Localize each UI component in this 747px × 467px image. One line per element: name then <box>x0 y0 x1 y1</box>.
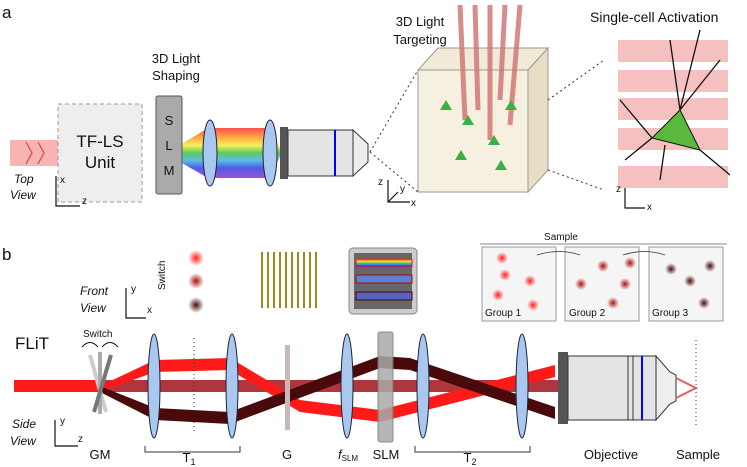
flit-label: FLiT <box>15 334 49 353</box>
axis-label: z <box>616 184 621 195</box>
switch-arrows <box>536 251 666 256</box>
slm-letter: S <box>165 113 174 128</box>
telescope-brackets <box>144 446 531 453</box>
axis-label: y <box>60 416 65 427</box>
tissue-cube <box>416 4 550 194</box>
top-view-label: Top <box>14 172 34 186</box>
lens <box>202 119 218 187</box>
switch-label: Switch <box>83 329 112 340</box>
group-2-label: Group 2 <box>569 308 606 319</box>
fslm-lens <box>340 333 354 439</box>
axis-label: z <box>378 177 383 188</box>
sample-label: Sample <box>676 447 720 462</box>
switch-vertical-label: Switch <box>157 261 168 290</box>
beam-paths <box>14 356 580 424</box>
gm-label: GM <box>90 447 111 462</box>
axis-label: z <box>82 196 87 207</box>
lens <box>262 119 278 187</box>
slm-front-view <box>348 247 418 315</box>
t2-lens-1 <box>416 333 430 439</box>
spot-group-3 <box>188 297 204 313</box>
t1-label: T1 <box>183 450 196 467</box>
axis-label: x <box>647 202 652 213</box>
t1-lens-2 <box>225 333 239 439</box>
axis-label: x <box>60 175 65 186</box>
targeting-title: 3D Light <box>396 14 445 29</box>
slm-letter: L <box>165 138 172 153</box>
axis-label: x <box>411 198 416 209</box>
tfls-unit-box <box>57 103 143 203</box>
grating-front-view <box>261 252 317 308</box>
panel-a-letter: a <box>2 3 12 22</box>
tfls-label: TF-LS <box>76 132 123 151</box>
cell-axes-icon <box>624 188 645 209</box>
side-view-label-2: View <box>10 434 37 448</box>
front-view-label-2: View <box>80 301 107 315</box>
switch-arrows-icon <box>81 342 119 348</box>
front-view-label: Front <box>80 284 109 298</box>
slm-letter: M <box>164 163 175 178</box>
sample-group-2 <box>564 246 640 322</box>
sample-group-3 <box>648 246 724 322</box>
panel-b-letter: b <box>2 245 11 264</box>
group-1-label: Group 1 <box>485 308 522 319</box>
axis-label: y <box>400 184 405 195</box>
axis-label: x <box>147 305 152 316</box>
slm-label: SLM <box>373 447 400 462</box>
objective-a <box>280 127 369 179</box>
side-view-label: Side <box>12 417 36 431</box>
fslm-label: fSLM <box>338 447 358 463</box>
tfls-label-2: Unit <box>85 153 116 172</box>
slm <box>377 331 394 443</box>
group-3-label: Group 3 <box>652 308 689 319</box>
side-axes-icon <box>54 420 78 447</box>
axis-label: z <box>78 434 83 445</box>
top-view-label-2: View <box>10 188 37 202</box>
objective-b <box>558 352 699 424</box>
sample-group-1 <box>481 246 557 322</box>
targeting-title-2: Targeting <box>393 32 446 47</box>
t1-lens-1 <box>147 333 161 439</box>
grating <box>285 345 290 430</box>
front-axes-icon <box>125 288 146 319</box>
galvo-mirror <box>88 352 113 414</box>
axis-label: y <box>131 284 136 295</box>
objective-label: Objective <box>584 447 638 462</box>
single-cell-illustration <box>618 29 731 188</box>
cube-axes-icon <box>387 180 410 203</box>
spot-group-2 <box>188 273 204 289</box>
activation-title: Single-cell Activation <box>590 9 718 25</box>
g-label: G <box>282 447 292 462</box>
t2-label: T2 <box>464 450 477 467</box>
axes-icon <box>55 176 80 207</box>
input-beam <box>10 140 58 166</box>
t2-lens-2 <box>515 333 529 439</box>
slm-block <box>155 95 183 195</box>
sample-title: Sample <box>544 232 578 243</box>
spot-group-1 <box>188 250 204 266</box>
shaping-title-2: Shaping <box>152 68 200 83</box>
shaping-title: 3D Light <box>152 51 201 66</box>
